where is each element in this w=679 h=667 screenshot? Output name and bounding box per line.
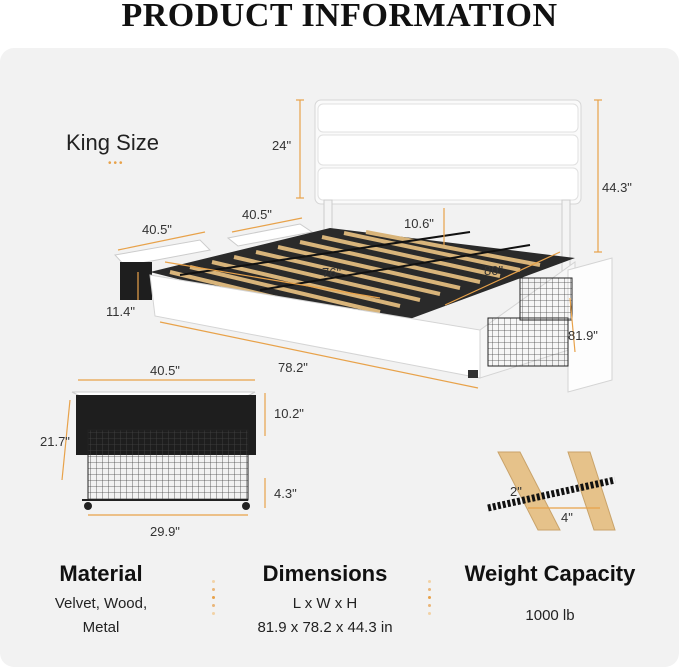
feature-dimensions-line1: L x W x H	[292, 595, 358, 612]
drawer-depth: 21.7"	[40, 434, 70, 449]
feature-material-line1: Velvet, Wood,	[54, 595, 148, 612]
dim-outer-length: 78.2"	[278, 360, 308, 375]
dim-leg-clearance: 10.6"	[404, 216, 434, 231]
drawer-wheel-height: 4.3"	[274, 486, 297, 501]
right-drawers	[487, 277, 573, 367]
drawer-detail	[61, 379, 266, 516]
dimension-lines	[117, 99, 602, 389]
slat-gap: 2"	[510, 484, 522, 499]
dim-inner-width: 80"	[484, 263, 504, 278]
size-label: King Size	[66, 130, 159, 155]
drawer-basket-width: 29.9"	[150, 524, 180, 539]
feature-weight-line1: 1000 lb	[525, 607, 575, 624]
divider-dots-2	[428, 580, 432, 620]
divider-dots-1	[212, 580, 216, 620]
page-title: PRODUCT INFORMATION	[121, 0, 558, 34]
slat-width: 4"	[561, 510, 573, 525]
slat-detail	[487, 451, 616, 531]
dim-outer-width: 81.9"	[568, 328, 598, 343]
drawer-height: 10.2"	[274, 406, 304, 421]
dim-inner-length: 76"	[322, 265, 342, 280]
dim-drawer-width-left: 40.5"	[142, 222, 172, 237]
left-drawers	[114, 223, 314, 300]
feature-material-line2: Metal	[82, 619, 120, 636]
feature-dimensions-line2: 81.9 x 78.2 x 44.3 in	[257, 619, 393, 636]
drawer-width-top: 40.5"	[150, 363, 180, 378]
dim-total-height: 44.3"	[602, 180, 632, 195]
dim-side-height: 11.4"	[106, 304, 135, 319]
dim-drawer-width-right: 40.5"	[242, 207, 272, 222]
dim-headboard-height: 24"	[272, 138, 292, 153]
size-label-dots: •••	[108, 158, 125, 169]
feature-material-heading: Material	[59, 561, 143, 586]
feature-dimensions-heading: Dimensions	[262, 561, 388, 586]
feature-weight-heading: Weight Capacity	[464, 561, 636, 586]
